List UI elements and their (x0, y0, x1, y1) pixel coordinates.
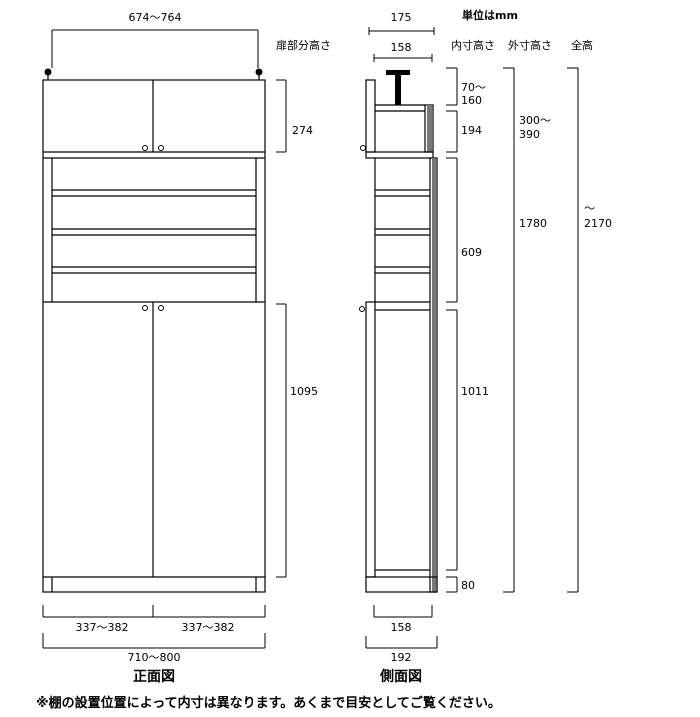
top-width-label: 674〜764 (129, 11, 182, 24)
base-height-label: 80 (461, 579, 475, 592)
outer-depth-top-label: 175 (391, 11, 412, 24)
inner-depth-top-label: 158 (391, 41, 412, 54)
footnote: ※棚の設置位置によって内寸は異なります。あくまで目安としてご覧ください。 (36, 695, 501, 711)
side-view: 175 158 (359, 11, 438, 685)
lower-door-knob-left (142, 305, 148, 311)
front-view: 674〜764 (42, 11, 318, 685)
lower-door-profile (365, 301, 376, 578)
total-height-label-2: 2170 (584, 217, 612, 230)
upper-door-knob-right (158, 145, 164, 151)
outer-depth-bottom-label: 192 (391, 651, 412, 664)
total-height-label-1: 〜 (584, 202, 595, 215)
outer-upper-label-1: 300〜 (519, 114, 551, 127)
lower-door-knob-right (158, 305, 164, 311)
height-dimensions: 単位はmm 扉部分高さ 内寸高さ 外寸高さ 全高 70〜 160 194 609… (276, 8, 612, 593)
side-knob-upper (360, 145, 366, 151)
tension-pole-shaft (395, 75, 401, 105)
front-cabinet-outline (42, 79, 266, 593)
lower-door-height-label: 1095 (290, 385, 318, 398)
upper-door-knob-left (142, 145, 148, 151)
overall-width-label: 710〜800 (128, 651, 181, 664)
lower-inner-height-label: 1011 (461, 385, 489, 398)
left-door-width-label: 337〜382 (76, 621, 129, 634)
inner-depth-bottom-label: 158 (391, 621, 412, 634)
shelf-inner-height-label: 609 (461, 246, 482, 259)
outer-lower-label: 1780 (519, 217, 547, 230)
right-door-width-label: 337〜382 (182, 621, 235, 634)
total-height-header: 全高 (571, 38, 593, 52)
front-view-title: 正面図 (133, 669, 175, 685)
side-knob-lower (359, 306, 365, 312)
upper-door-profile (365, 79, 376, 153)
side-base (365, 576, 438, 593)
top-gap-label-2: 160 (461, 94, 482, 107)
door-height-header: 扉部分高さ (276, 38, 331, 52)
top-gap-label-1: 70〜 (461, 81, 486, 94)
pole-pin-right (255, 68, 263, 76)
tension-pole-top (386, 70, 410, 75)
inner-height-header: 内寸高さ (451, 38, 495, 52)
pole-pin-left (44, 68, 52, 76)
upper-inner-height-label: 194 (461, 124, 482, 137)
unit-label: 単位はmm (462, 8, 518, 22)
side-view-title: 側面図 (379, 668, 422, 685)
outer-height-header: 外寸高さ (508, 38, 552, 52)
upper-door-height-label: 274 (292, 124, 313, 137)
outer-upper-label-2: 390 (519, 128, 540, 141)
